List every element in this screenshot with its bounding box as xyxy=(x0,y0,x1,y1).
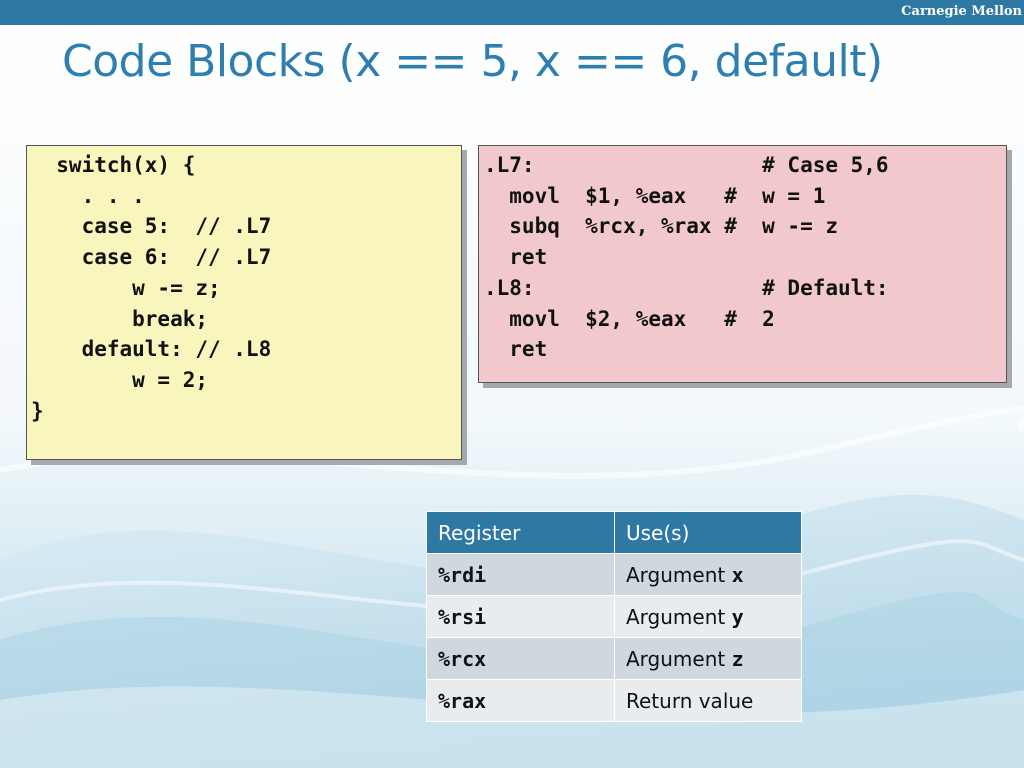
register-name: %rax xyxy=(438,688,487,713)
register-name: %rcx xyxy=(438,646,487,671)
asm-code-block: .L7: # Case 5,6 movl $1, %eax # w = 1 su… xyxy=(478,145,1007,383)
register-cell: %rdi xyxy=(426,553,615,596)
table-row: %rsi Argument y xyxy=(426,595,802,638)
c-code-line: w = 2; xyxy=(31,367,209,392)
top-bar: Carnegie Mellon xyxy=(0,0,1024,25)
asm-code-line: subq %rcx, %rax # w -= z xyxy=(484,214,839,239)
use-var: x xyxy=(731,562,744,587)
asm-code-line: movl $2, %eax # 2 xyxy=(484,306,775,331)
use-text: Return value xyxy=(626,688,754,713)
c-code-line: } xyxy=(31,398,44,423)
c-code-line: . . . xyxy=(31,183,145,208)
c-code-block: switch(x) { . . . case 5: // .L7 case 6:… xyxy=(26,145,462,460)
register-cell: %rcx xyxy=(426,637,615,680)
register-cell: %rax xyxy=(426,679,615,722)
use-var: z xyxy=(731,646,744,671)
use-text: Argument xyxy=(626,604,732,629)
use-cell: Argument y xyxy=(614,595,802,638)
c-code-line: switch(x) { xyxy=(31,153,196,177)
use-cell: Argument x xyxy=(614,553,802,596)
asm-code-line: .L7: # Case 5,6 xyxy=(484,153,889,177)
c-code-line: case 5: // .L7 xyxy=(31,214,272,239)
c-code-line: break; xyxy=(31,306,209,331)
use-cell: Argument z xyxy=(614,637,802,680)
use-text: Argument xyxy=(626,562,732,587)
header-register: Register xyxy=(426,511,615,554)
register-table: Register Use(s) %rdi Argument x %rsi Arg… xyxy=(426,511,802,722)
table-row: %rax Return value xyxy=(426,679,802,722)
register-name: %rdi xyxy=(438,562,487,587)
asm-code-line: ret xyxy=(484,337,548,362)
asm-code-line: .L8: # Default: xyxy=(484,275,889,300)
brand-label: Carnegie Mellon xyxy=(901,4,1022,19)
asm-code-line: ret xyxy=(484,245,548,270)
use-text: Argument xyxy=(626,646,732,671)
register-cell: %rsi xyxy=(426,595,615,638)
header-uses: Use(s) xyxy=(614,511,802,554)
c-code-line: default: // .L8 xyxy=(31,337,272,362)
c-code-line: w -= z; xyxy=(31,275,221,300)
register-name: %rsi xyxy=(438,604,487,629)
c-code-line: case 6: // .L7 xyxy=(31,245,272,270)
use-var: y xyxy=(731,604,744,629)
use-cell: Return value xyxy=(614,679,802,722)
table-row: %rdi Argument x xyxy=(426,553,802,596)
table-header-row: Register Use(s) xyxy=(426,511,802,554)
slide-title: Code Blocks (x == 5, x == 6, default) xyxy=(62,36,883,87)
asm-code-line: movl $1, %eax # w = 1 xyxy=(484,183,826,208)
table-row: %rcx Argument z xyxy=(426,637,802,680)
